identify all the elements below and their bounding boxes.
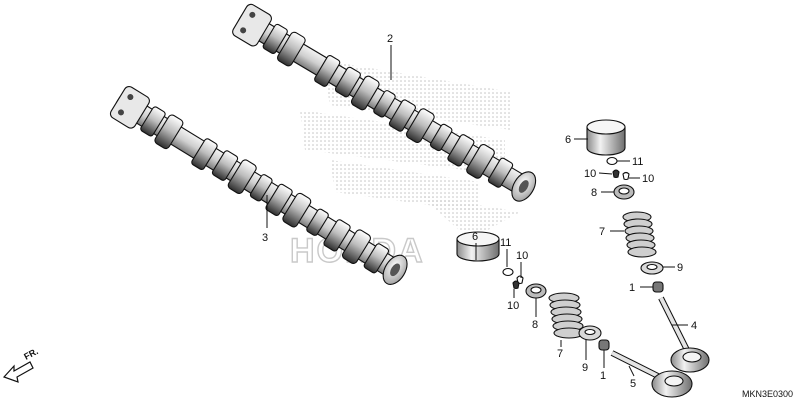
callout-8-right: 8 bbox=[591, 187, 597, 199]
callout-1-left: 1 bbox=[600, 370, 606, 382]
callout-5: 5 bbox=[630, 378, 636, 390]
callout-11-right: 11 bbox=[632, 156, 643, 168]
spring-retainer-right bbox=[613, 184, 635, 200]
callout-10-left-a: 10 bbox=[516, 250, 528, 262]
spring-seat-left bbox=[578, 325, 602, 341]
right-valve-assembly bbox=[586, 119, 710, 373]
callout-11-left: 11 bbox=[500, 237, 511, 249]
front-arrow-icon bbox=[2, 361, 34, 383]
valve-keeper-right-a bbox=[612, 169, 620, 179]
left-valve-assembly bbox=[456, 231, 693, 398]
valve-keeper-left-b bbox=[512, 280, 520, 290]
callout-1-right: 1 bbox=[629, 282, 635, 294]
spring-seat-right bbox=[640, 261, 664, 275]
callout-10-right-a: 10 bbox=[584, 168, 596, 180]
valve-spring-left bbox=[548, 292, 585, 339]
callout-7-right: 7 bbox=[599, 226, 605, 238]
valve-lifter-right bbox=[586, 119, 626, 156]
callout-2: 2 bbox=[387, 33, 393, 45]
lower-camshaft bbox=[109, 85, 408, 285]
callout-9-left: 9 bbox=[582, 362, 588, 374]
valve-left bbox=[610, 350, 693, 398]
callout-6-right: 6 bbox=[565, 134, 571, 146]
stem-seal-left bbox=[598, 339, 610, 351]
callout-4: 4 bbox=[691, 320, 697, 332]
valve-right bbox=[658, 296, 710, 373]
callout-10-left-b: 10 bbox=[507, 300, 519, 312]
callout-9-right: 9 bbox=[677, 262, 683, 274]
callout-3: 3 bbox=[262, 232, 268, 244]
upper-camshaft bbox=[232, 3, 537, 202]
diagram-code: MKN3E0300 bbox=[742, 389, 793, 399]
valve-keeper-right-b bbox=[622, 171, 630, 181]
front-direction-indicator: FR. bbox=[2, 346, 40, 383]
front-direction-label: FR. bbox=[22, 346, 39, 362]
callout-labels: 2 3 6 11 10 10 8 7 9 1 4 6 11 10 10 8 7 … bbox=[262, 33, 697, 390]
valve-cotter-right bbox=[606, 156, 618, 166]
leader-lines bbox=[266, 45, 688, 377]
callout-8-left: 8 bbox=[532, 319, 538, 331]
callout-6-left: 6 bbox=[472, 231, 478, 243]
valve-lifter-left bbox=[456, 231, 500, 262]
callout-7-left: 7 bbox=[557, 348, 563, 360]
stem-seal-right bbox=[652, 281, 664, 293]
callout-10-right-b: 10 bbox=[642, 173, 654, 185]
spring-retainer-left bbox=[525, 283, 547, 299]
valve-spring-right bbox=[622, 211, 657, 258]
valve-cotter-left bbox=[502, 267, 514, 277]
